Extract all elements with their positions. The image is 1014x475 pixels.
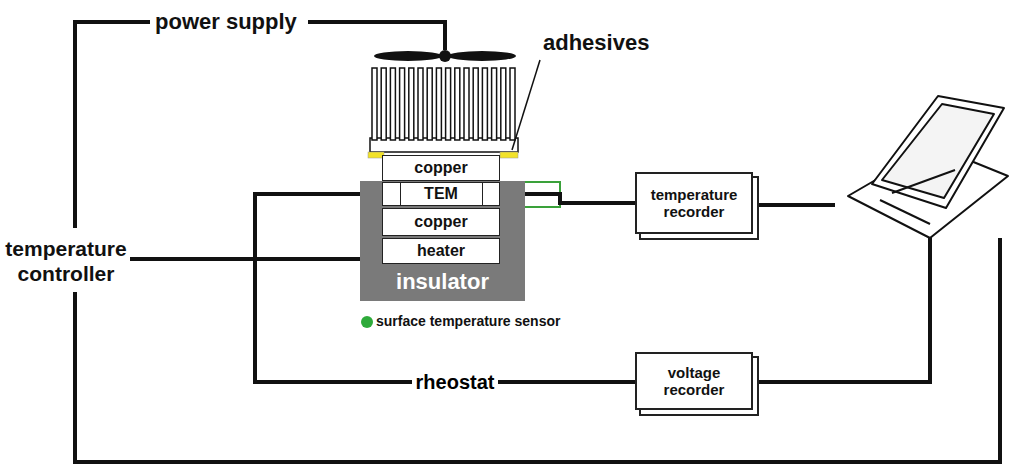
node-text: copper	[414, 159, 467, 177]
node-text: heater	[417, 242, 465, 260]
text-label: temperature controller	[2, 236, 130, 286]
recorder-box: temperature recorder	[635, 172, 753, 234]
node-text: voltage recorder	[645, 364, 743, 399]
leader-line	[512, 60, 540, 150]
insulator-housing: insulator TEM copper heater	[360, 181, 525, 301]
fan	[374, 50, 516, 62]
tem-module: TEM	[382, 182, 500, 206]
node-text: TEM	[424, 185, 458, 203]
node-text: copper	[414, 213, 467, 231]
node-text: temperature recorder	[645, 186, 743, 221]
text-label: adhesives	[543, 30, 649, 56]
copper-block: copper	[382, 155, 500, 181]
edge-label: rheostat	[412, 371, 499, 394]
laptop	[848, 96, 1008, 238]
node-text: insulator	[396, 269, 489, 295]
heater-block: heater	[382, 238, 500, 264]
wire-connector	[255, 194, 635, 382]
recorder-box: voltage recorder	[635, 352, 753, 410]
text-label: power supply	[155, 9, 297, 35]
heat-sink	[370, 68, 518, 152]
wires	[75, 22, 1000, 462]
text-label: surface temperature sensor	[376, 313, 560, 329]
copper-block: copper	[382, 208, 500, 236]
